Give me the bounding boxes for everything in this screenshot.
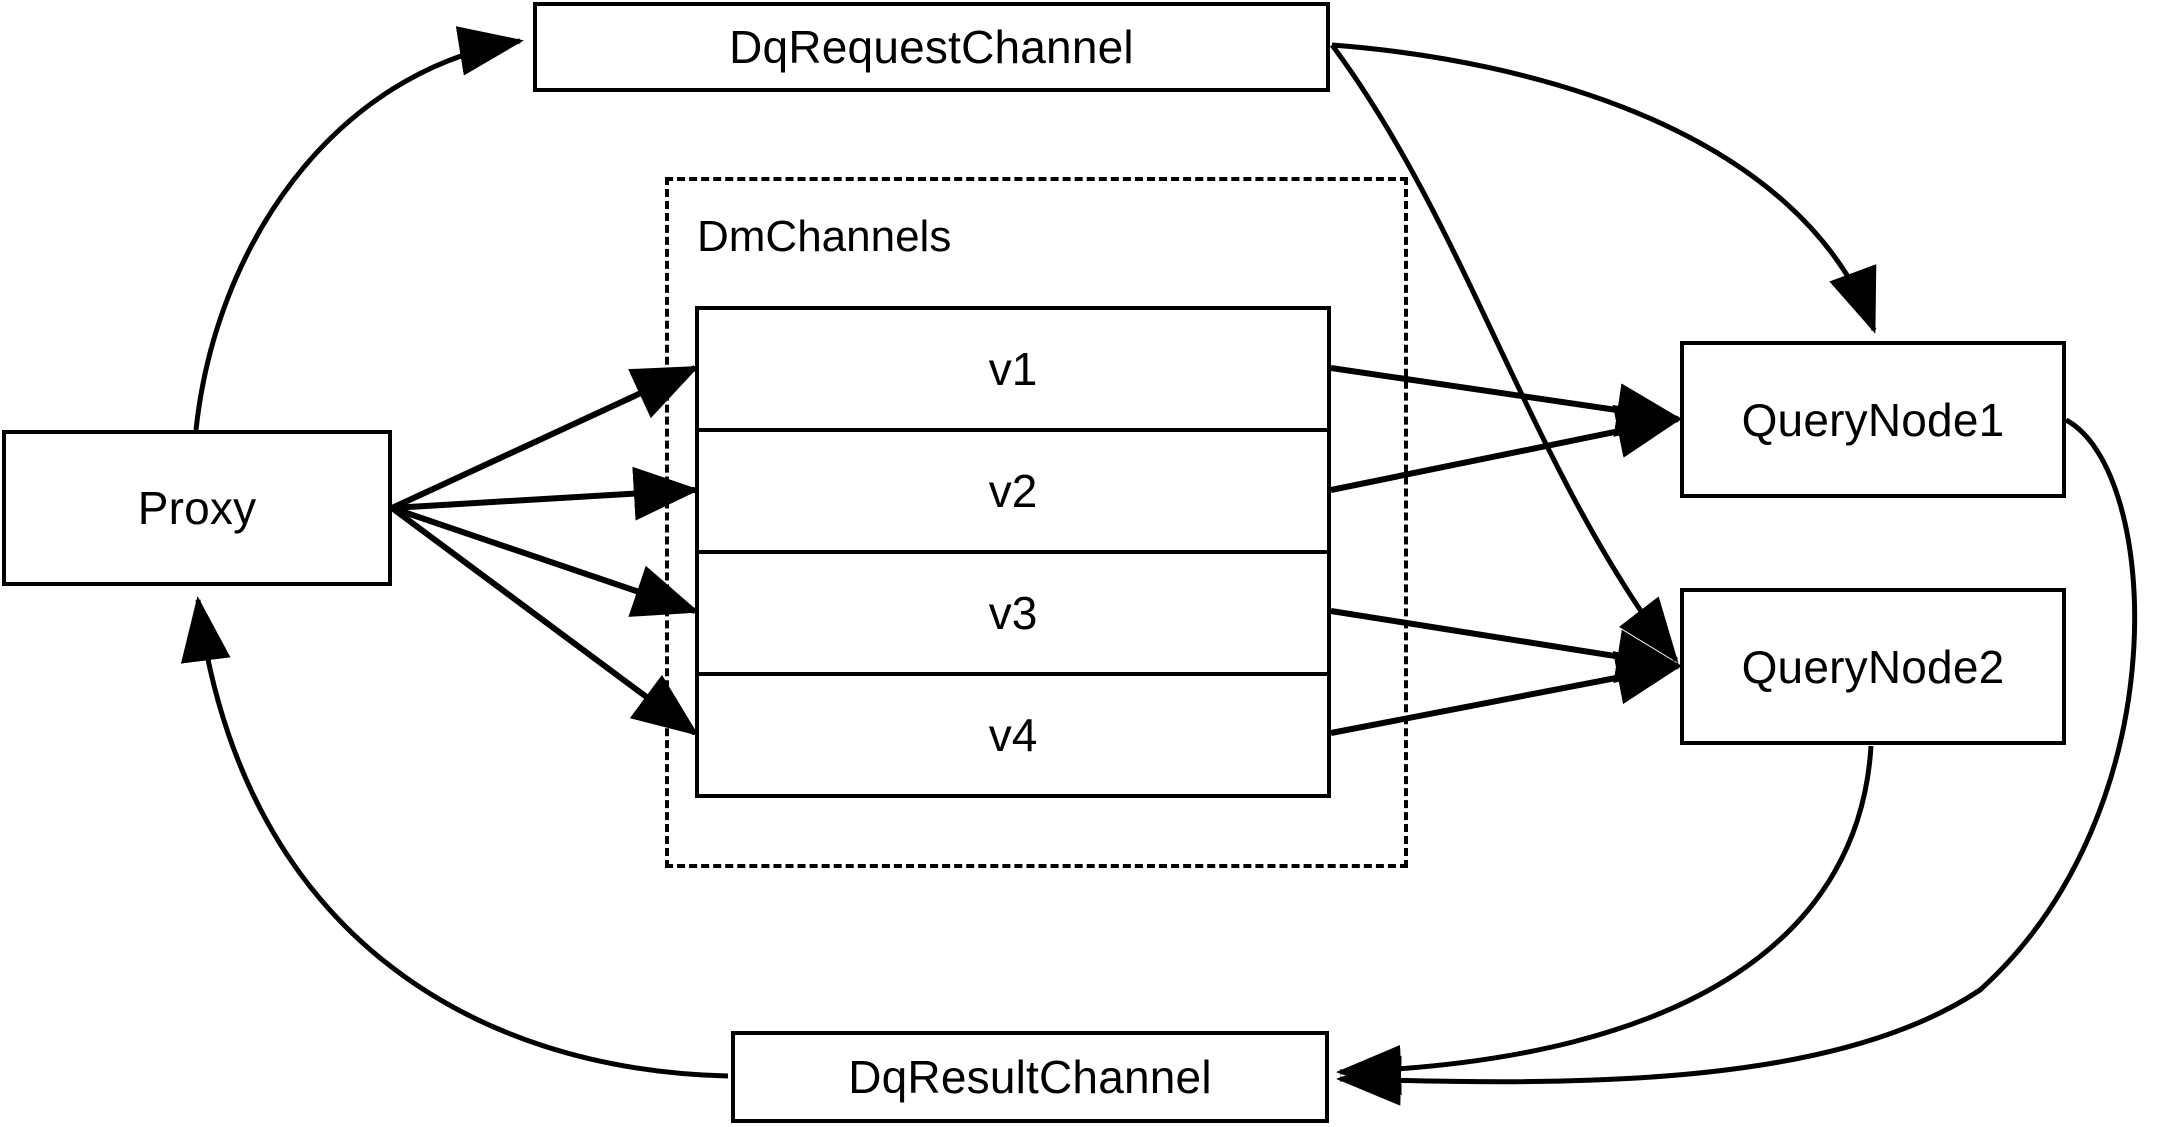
node-dq-request-channel[interactable]: DqRequestChannel: [533, 2, 1330, 92]
node-query-node-1[interactable]: QueryNode1: [1680, 341, 2066, 498]
node-query-node-2-label: QueryNode2: [1741, 640, 2005, 693]
channel-row-v2-label: v2: [988, 465, 1038, 517]
edge-proxy-to-v1: [390, 365, 700, 511]
node-proxy-label: Proxy: [137, 482, 257, 534]
node-query-node-1-label: QueryNode1: [1741, 393, 2005, 446]
node-query-node-2[interactable]: QueryNode2: [1680, 588, 2066, 745]
channel-row-v4[interactable]: v4: [699, 676, 1327, 794]
edge-query-node-1-to-dq-result-channel: [1336, 417, 2138, 1106]
edge-v2-to-query-node-1: [1330, 404, 1683, 493]
group-dm-channels: [665, 177, 1408, 868]
edge-proxy-to-dq-request-channel: [193, 26, 524, 431]
channel-row-v1-label: v1: [988, 343, 1038, 395]
edge-dq-request-channel-to-query-node-1: [1331, 42, 1877, 334]
node-dq-request-channel-label: DqRequestChannel: [729, 21, 1134, 73]
channel-row-v1[interactable]: v1: [699, 310, 1327, 432]
channel-row-v3-label: v3: [988, 587, 1038, 639]
edge-proxy-to-v2: [391, 466, 700, 521]
edge-query-node-2-to-dq-result-channel: [1336, 745, 1874, 1095]
edge-dq-request-channel-to-query-node-2: [1329, 43, 1679, 664]
group-dm-channels-label: DmChannels: [697, 212, 952, 261]
node-dq-result-channel-label: DqResultChannel: [848, 1051, 1212, 1103]
node-proxy[interactable]: Proxy: [2, 430, 392, 586]
edge-v4-to-query-node-2: [1330, 651, 1683, 736]
node-dq-result-channel[interactable]: DqResultChannel: [731, 1031, 1329, 1123]
channel-row-v2[interactable]: v2: [699, 432, 1327, 554]
channel-row-v3[interactable]: v3: [699, 554, 1327, 676]
channel-row-v4-label: v4: [988, 709, 1038, 761]
edge-dq-result-channel-to-proxy: [180, 596, 729, 1079]
channel-stack: v1 v2 v3 v4: [695, 306, 1331, 798]
edge-proxy-to-v4: [390, 505, 699, 736]
edge-proxy-to-v3: [391, 505, 700, 617]
